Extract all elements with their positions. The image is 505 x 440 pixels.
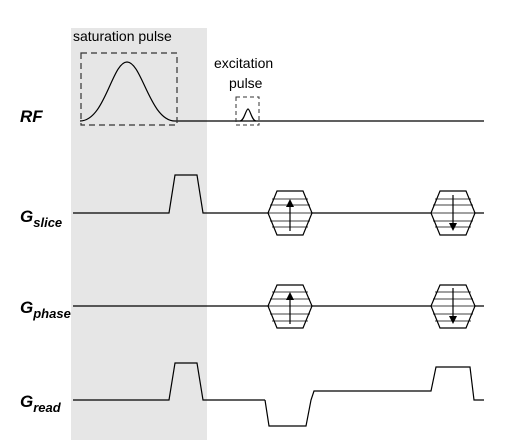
saturation-pulse-box: [80, 52, 178, 126]
saturation-pulse-waveform: [79, 61, 176, 122]
g-phase-channel: [73, 284, 484, 329]
g-slice-axis-label: Gslice: [20, 207, 62, 230]
g-read-channel: [73, 362, 484, 427]
g-phase-phase-encode-1: [267, 284, 313, 329]
g-read-axis-label: Gread: [20, 392, 62, 415]
g-slice-waveform: [73, 174, 484, 214]
g-slice-phase-encode-2: [430, 190, 476, 236]
g-read-crusher-waveform: [73, 362, 265, 401]
saturation-pulse-label: saturation pulse: [73, 28, 172, 44]
excitation-pulse-box: [235, 96, 260, 126]
rf-channel: [79, 61, 484, 122]
excitation-pulse-label: pulse: [229, 75, 263, 91]
excitation-pulse-waveform: [239, 108, 257, 122]
g-slice-arrow-up: [286, 199, 294, 207]
g-phase-axis-label: Gphase: [20, 298, 71, 321]
g-phase-phase-encode-2: [430, 284, 476, 329]
g-phase-arrow-down: [449, 316, 457, 324]
g-phase-arrow-up: [286, 292, 294, 300]
saturation-region: [71, 28, 207, 440]
rf-axis-label: RF: [20, 107, 43, 126]
g-slice-phase-encode-1: [267, 190, 313, 236]
g-slice-arrow-down: [449, 223, 457, 231]
excitation-label: excitation: [214, 55, 273, 71]
g-read-readout-waveform: [264, 366, 484, 427]
g-slice-channel: [73, 174, 484, 236]
